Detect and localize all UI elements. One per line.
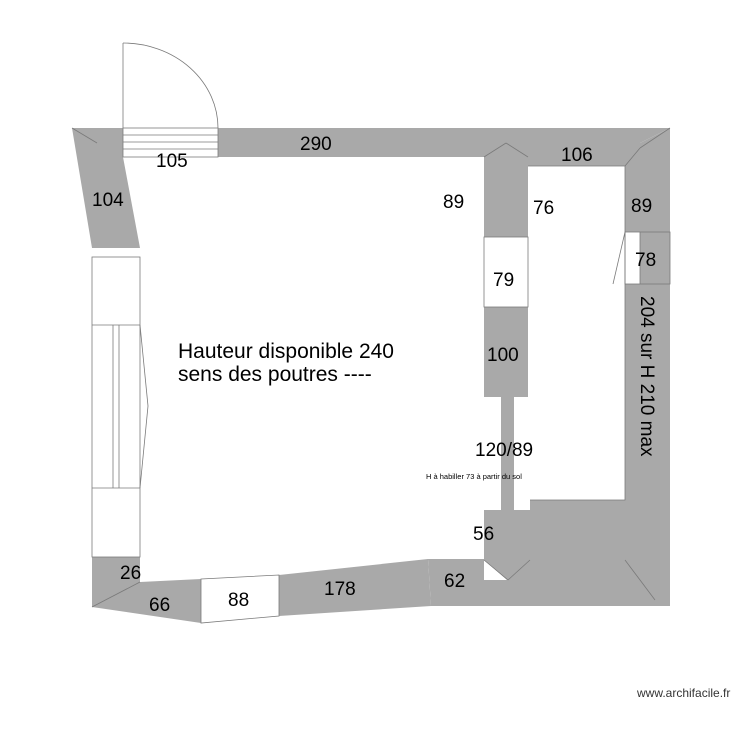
note-height: Hauteur disponible 240 bbox=[178, 340, 394, 363]
label-opening-78: 78 bbox=[635, 250, 656, 271]
label-door-105: 105 bbox=[156, 151, 188, 172]
label-wall-76: 76 bbox=[533, 198, 554, 219]
joint-bottom-corner bbox=[624, 559, 656, 601]
label-wall-120-89: 120/89 bbox=[475, 440, 533, 461]
wall-right bbox=[640, 128, 670, 606]
opening-78-leaf bbox=[612, 231, 626, 285]
wall-bottom-62 bbox=[428, 559, 507, 606]
door-105-swing bbox=[122, 42, 219, 129]
wall-bottom-left bbox=[92, 557, 201, 623]
label-wall-104: 104 bbox=[92, 190, 124, 211]
window-left-leaf bbox=[139, 324, 149, 489]
walls bbox=[72, 128, 670, 623]
note-finish: H à habiller 73 à partir du sol bbox=[426, 472, 522, 481]
joint-bottom-right-a bbox=[483, 559, 509, 581]
opening-79-frame bbox=[483, 236, 529, 308]
joint-stub-a bbox=[624, 147, 641, 167]
label-wall-100: 100 bbox=[487, 345, 519, 366]
wall-top bbox=[218, 128, 670, 166]
note-beams: sens des poutres ---- bbox=[178, 363, 372, 386]
joint-bottom-right-b bbox=[507, 559, 531, 581]
label-window-88: 88 bbox=[228, 590, 249, 611]
room-inner-outline bbox=[528, 165, 626, 501]
joint-partition-a bbox=[483, 142, 507, 158]
label-wall-56: 56 bbox=[473, 524, 494, 545]
door-105-frame bbox=[122, 127, 219, 158]
label-wall-106: 106 bbox=[561, 145, 593, 166]
label-wall-178: 178 bbox=[324, 579, 356, 600]
outlines bbox=[71, 42, 671, 624]
wall-bottom-178 bbox=[279, 559, 431, 616]
wall-bottom-right bbox=[484, 284, 640, 606]
joint-top-right bbox=[639, 127, 671, 149]
wall-partition-100 bbox=[484, 307, 528, 397]
wall-right-stub bbox=[625, 166, 640, 232]
window-left-frame bbox=[91, 256, 141, 558]
label-wall-290: 290 bbox=[300, 134, 332, 155]
joint-bottom-left bbox=[91, 581, 141, 608]
label-wall-26: 26 bbox=[120, 563, 141, 584]
notes: Hauteur disponible 240 sens des poutres … bbox=[178, 340, 522, 481]
dimension-labels: 105 290 106 104 89 76 89 79 78 100 120/8… bbox=[92, 134, 657, 616]
joint-top-left bbox=[71, 127, 98, 144]
wall-left-upper bbox=[72, 128, 140, 248]
window-88-frame bbox=[200, 574, 280, 624]
label-wall-204: 204 sur H 210 max bbox=[636, 296, 657, 457]
wall-partition-upper bbox=[484, 157, 528, 237]
label-wall-62: 62 bbox=[444, 571, 465, 592]
label-wall-89-left: 89 bbox=[443, 192, 464, 213]
label-wall-66: 66 bbox=[149, 595, 170, 616]
credit-link[interactable]: www.archifacile.fr bbox=[636, 686, 730, 700]
label-wall-89-right: 89 bbox=[631, 196, 652, 217]
wall-partition-post bbox=[501, 397, 514, 510]
label-opening-79: 79 bbox=[493, 270, 514, 291]
joint-partition-b bbox=[505, 142, 529, 158]
